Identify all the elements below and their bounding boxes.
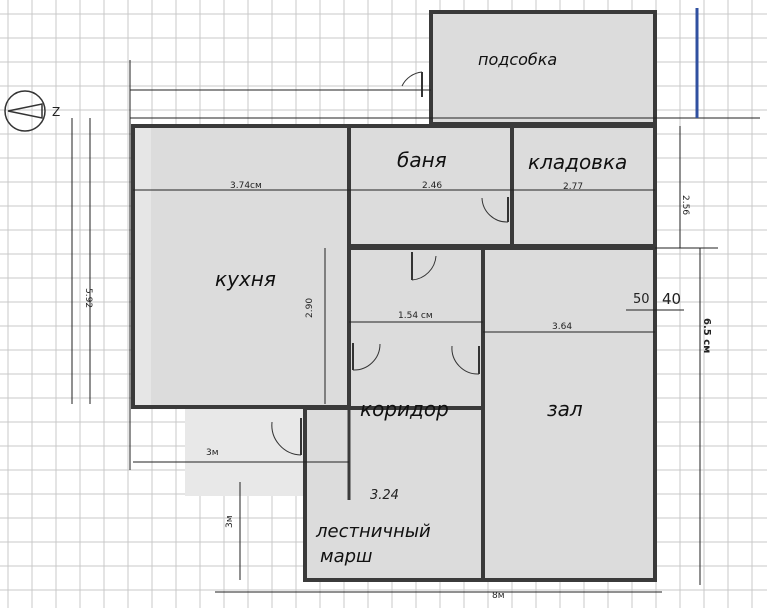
dimension-labels: 3.74см 2.46 2.77 2.56 5.92 2.90 1.54 см …: [83, 181, 712, 601]
dim-bath-width: 2.46: [422, 181, 442, 191]
compass: Z: [4, 90, 60, 132]
room-podsobka: [431, 12, 655, 124]
dim-kitchen-inner-height: 2.90: [305, 298, 315, 318]
compass-arrow-icon: [7, 103, 43, 119]
dim-kitchen-width: 3.74см: [230, 181, 262, 191]
room-kitchen-strip: [133, 126, 151, 407]
dim-storage-height: 2.56: [680, 195, 690, 215]
dim-storage-width: 2.77: [563, 182, 583, 192]
label-koridor: коридор: [360, 397, 449, 421]
doors: [271, 71, 509, 456]
wall-stair: [303, 408, 483, 582]
rooms: [133, 12, 655, 580]
label-podsobka: подсобка: [478, 50, 557, 69]
door-podsobka: [401, 71, 423, 97]
room-banya: [349, 126, 512, 246]
room-kuhnya: [133, 126, 349, 407]
wall-zal: [481, 246, 657, 582]
dim-corridor-width: 1.54 см: [398, 311, 433, 321]
compass-north-label: Z: [52, 105, 60, 119]
label-marsh-line1: лестничный: [315, 521, 431, 542]
door-koridor-top: [411, 252, 437, 281]
label-banya: баня: [397, 148, 447, 172]
room-kladovka: [512, 126, 655, 246]
label-kuhnya: кухня: [215, 267, 276, 291]
dim-right-height: 6.5 см: [701, 318, 712, 353]
dim-stair-width: 3.24: [370, 488, 399, 503]
dim-hall-width: 3.64: [552, 322, 572, 332]
door-banya: [481, 197, 509, 223]
label-zal: зал: [547, 397, 583, 421]
label-kladovka: кладовка: [528, 150, 627, 174]
door-kuhnya: [352, 343, 381, 371]
dim-wall-50: 50: [633, 292, 650, 307]
walls: [131, 10, 657, 582]
compass-circle: [4, 90, 46, 132]
door-stair: [271, 418, 302, 456]
room-koridor: [349, 248, 483, 580]
dim-total-height-left: 5.92: [83, 288, 93, 308]
dim-total-width: 8м: [492, 591, 505, 601]
dim-wall-40: 40: [662, 290, 681, 308]
door-zal: [451, 345, 480, 375]
room-labels: подсобка баня кладовка кухня коридор зал…: [215, 50, 627, 567]
room-zal: [483, 248, 655, 580]
dim-stair-height: 3м: [225, 515, 235, 528]
dimension-lines: [71, 60, 760, 593]
outside-shadow: [185, 408, 305, 496]
dim-stair-offset: 3м: [206, 448, 219, 458]
room-stair-lower: [305, 408, 349, 580]
label-marsh-line2: марш: [320, 546, 373, 567]
